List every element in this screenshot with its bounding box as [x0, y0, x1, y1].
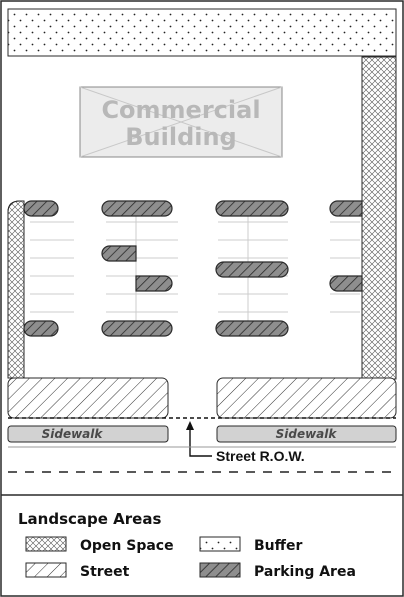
row-arrow-line: [189, 428, 212, 457]
parking-island: [329, 275, 363, 292]
legend-swatch-street: [25, 562, 67, 578]
street-row-label: Street R.O.W.: [216, 448, 305, 464]
sidewalk-right-label: Sidewalk: [276, 427, 338, 441]
parking-island: [23, 320, 59, 337]
legend-title: Landscape Areas: [18, 510, 161, 528]
legend: Landscape Areas Open Space Buffer Street…: [18, 510, 356, 580]
legend-swatch-open-space: [25, 536, 67, 552]
legend-label-street: Street: [80, 564, 130, 580]
parking-island: [101, 320, 173, 337]
sidewalk-left: [7, 425, 169, 443]
legend-swatch-buffer: [199, 536, 241, 552]
building-label-line1: Commercial: [101, 96, 260, 124]
sidewalk-right: [216, 425, 397, 443]
legend-label-open-space: Open Space: [80, 538, 174, 554]
row-arrow-head: [186, 421, 194, 430]
building-diagonal: [79, 86, 283, 158]
parking-island: [23, 200, 59, 217]
street-landscape-right: [216, 377, 397, 419]
parking-lot-outline: [7, 200, 25, 378]
parking-islands: [23, 200, 363, 337]
parking-island: [329, 200, 363, 217]
open-space-strip-right: [361, 56, 397, 380]
parking-stall-lines: [30, 214, 360, 326]
parking-island: [101, 245, 137, 262]
building-label-line2: Building: [125, 123, 237, 151]
legend-label-parking-area: Parking Area: [254, 564, 356, 580]
parking-island: [215, 261, 289, 278]
legend-label-buffer: Buffer: [254, 538, 302, 554]
open-space-strip-left: [7, 200, 25, 379]
parking-island: [101, 200, 173, 217]
parking-island: [135, 275, 173, 292]
parking-island: [215, 320, 289, 337]
street-landscape-left: [7, 377, 169, 419]
buffer-strip: [7, 8, 397, 57]
parking-island: [215, 200, 289, 217]
legend-swatch-parking-area: [199, 562, 241, 578]
sidewalk-left-label: Sidewalk: [42, 427, 104, 441]
